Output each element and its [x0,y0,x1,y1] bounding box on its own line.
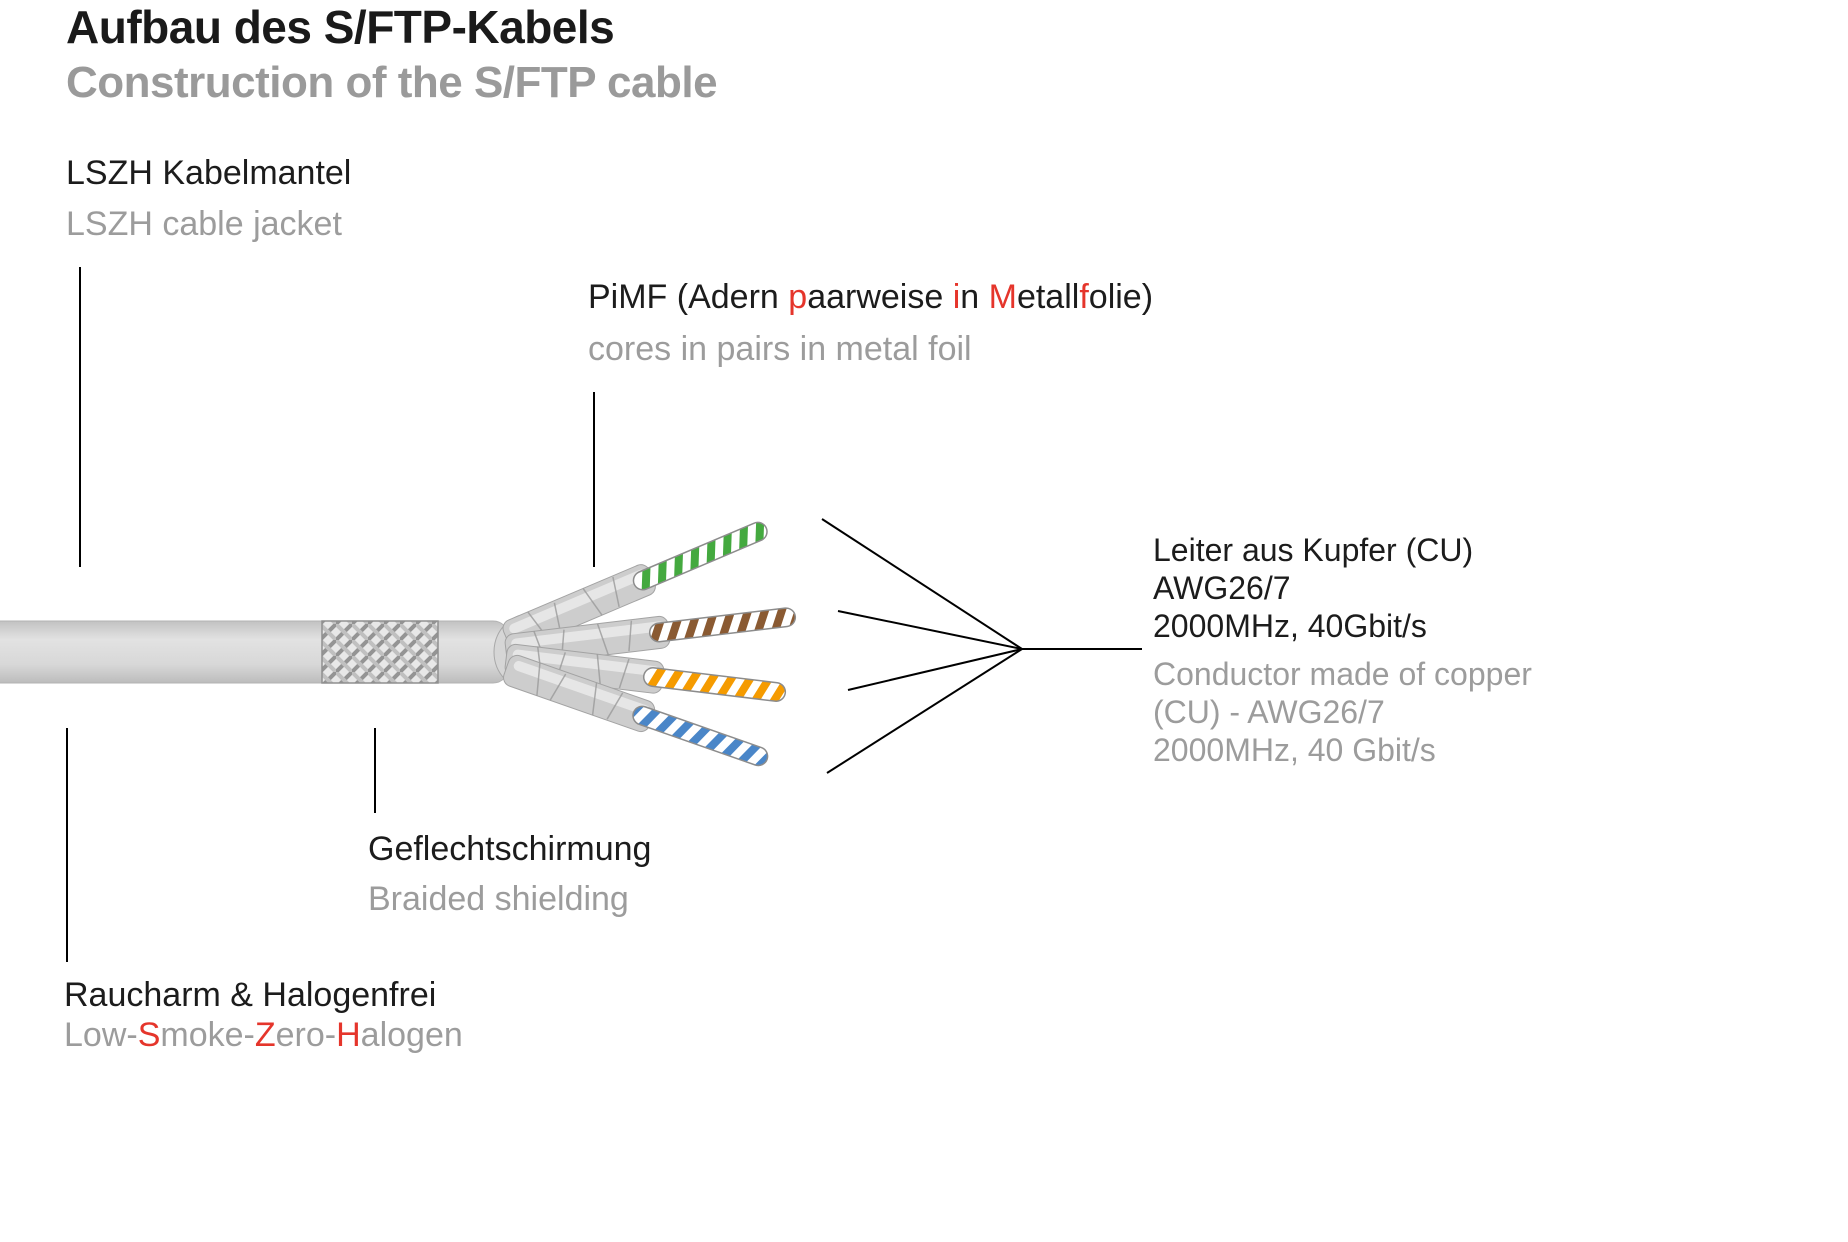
halogen-part: moke- [160,1016,255,1054]
callout-cond-2 [837,610,1023,650]
label-conductor-de-1: Leiter aus Kupfer (CU) [1153,532,1474,568]
halogen-part-red: S [137,1016,161,1054]
label-conductor-en-2: (CU) - AWG26/7 [1153,694,1385,730]
braided-shielding [321,620,439,684]
callout-lines [66,267,1142,962]
label-conductor-en-3: 2000MHz, 40 Gbit/s [1153,732,1436,768]
label-conductor-en-1: Conductor made of copper [1153,656,1532,692]
halogen-part: ero- [275,1016,337,1054]
label-halogen-de: Raucharm & Halogenfrei [64,976,437,1014]
callout-cond-4 [826,648,1023,774]
pimf-part: olie) [1088,278,1154,316]
pimf-part-red: M [988,278,1017,316]
label-pimf-en: cores in pairs in metal foil [588,330,972,368]
halogen-part-red: Z [254,1016,276,1054]
label-braid-de: Geflechtschirmung [368,830,652,868]
pimf-part-red: i [952,278,961,316]
pimf-part-red: f [1079,278,1089,316]
wire-pair-blue [503,654,769,767]
label-conductor-en-group: Conductor made of copper (CU) - AWG26/7 … [1153,655,1532,769]
label-conductor-de-3: 2000MHz, 40Gbit/s [1153,608,1427,644]
halogen-part: alogen [360,1016,463,1054]
label-jacket-en: LSZH cable jacket [66,205,342,243]
page-title: Aufbau des S/FTP-Kabels [66,1,615,53]
pimf-part: PiMF (Adern [588,278,789,316]
pimf-part: etall [1016,278,1080,316]
pimf-part: aarweise [807,278,953,316]
label-conductor-block: Leiter aus Kupfer (CU) AWG26/7 2000MHz, … [1153,531,1532,769]
label-halogen-en: Low-Smoke-Zero-Halogen [64,1016,463,1055]
wire-pair-orange [504,643,787,702]
cable-body [0,521,797,767]
label-pimf-de: PiMF (Adern paarweise in Metallfolie) [588,278,1153,317]
pimf-part-red: p [788,278,808,316]
label-conductor-de-2: AWG26/7 [1153,570,1291,606]
callout-cond-1 [821,518,1023,650]
halogen-part: Low- [64,1016,138,1054]
page-subtitle: Construction of the S/FTP cable [66,58,718,107]
halogen-part-red: H [336,1016,361,1054]
pimf-part: n [960,278,989,316]
label-jacket-de: LSZH Kabelmantel [66,154,352,192]
label-braid-en: Braided shielding [368,880,629,918]
callout-cond-3 [847,648,1023,691]
